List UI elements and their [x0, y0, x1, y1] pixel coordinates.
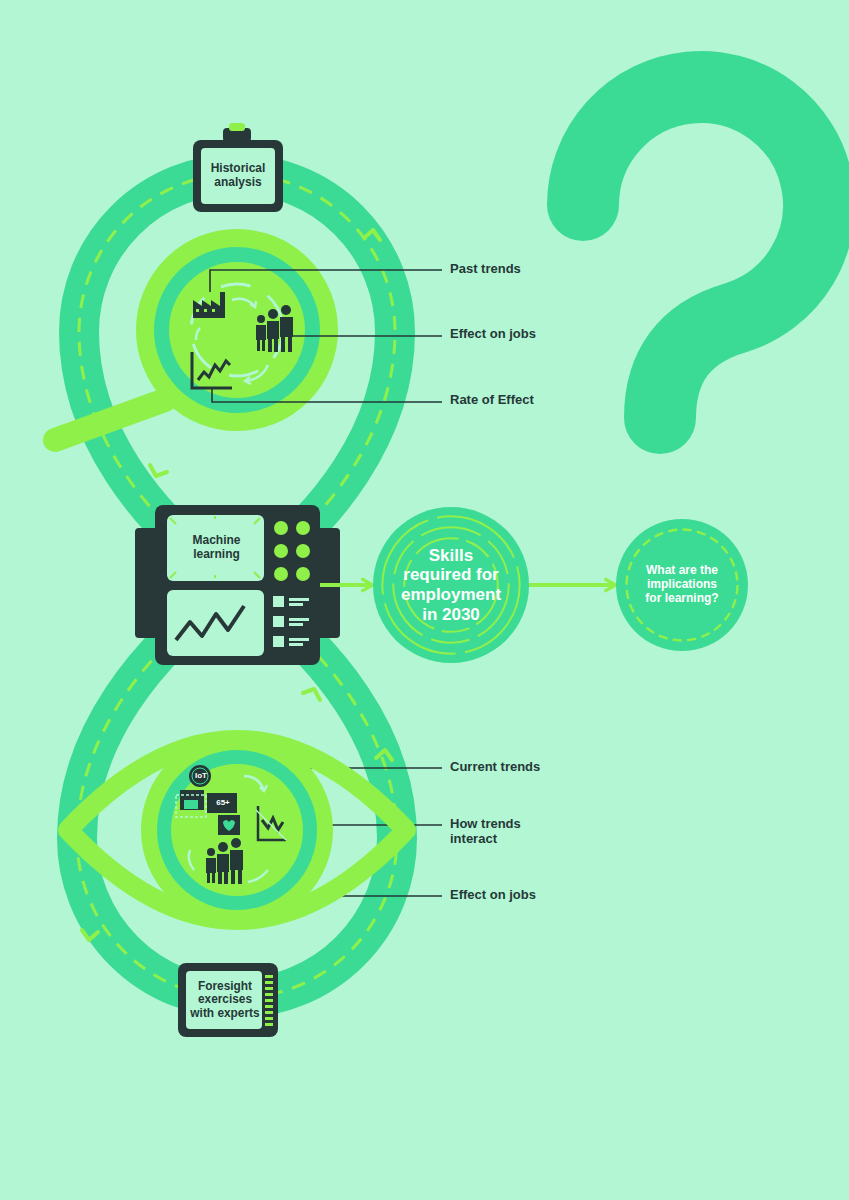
node-text: Skills required for employment in 2030 — [399, 546, 503, 624]
chart-icon — [192, 352, 232, 388]
circle-ring — [382, 516, 519, 653]
screen-box: Foresight exercises with experts — [186, 971, 264, 1029]
node-text: What are the implications for learning? — [640, 564, 724, 605]
question-mark — [583, 87, 819, 418]
callout-label: Effect on jobs — [450, 888, 560, 903]
callout-label: Current trends — [450, 760, 560, 775]
text-circle: What are the implications for learning? — [616, 519, 748, 651]
people-icon — [256, 305, 293, 352]
cycle-arrows — [189, 776, 268, 882]
callout-label: Effect on jobs — [450, 327, 560, 342]
circle-fill — [616, 519, 748, 651]
callout-label: How trends interact — [450, 817, 560, 847]
icon-label: 65+ — [209, 799, 237, 807]
flow-arrow — [320, 583, 371, 587]
screen-box: Historical analysis — [201, 148, 275, 204]
text-circle: Skills required for employment in 2030 — [373, 507, 529, 663]
flow-arrow — [529, 583, 614, 587]
callout-label: Rate of Effect — [450, 393, 560, 408]
eye — [68, 740, 406, 920]
magnifying-glass — [55, 238, 329, 440]
circle-ring — [627, 530, 738, 641]
icon-label: IoT — [193, 772, 209, 780]
machine — [135, 505, 340, 665]
circle-fill — [373, 507, 529, 663]
monitor-frame — [193, 123, 283, 212]
node-text: Historical analysis — [205, 162, 271, 190]
machine-node: Machine learning — [155, 505, 320, 665]
node-text: Foresight exercises with experts — [190, 980, 260, 1021]
monitor-frame — [178, 963, 278, 1037]
callout-label: Past trends — [450, 262, 560, 277]
factory-icon — [193, 292, 225, 318]
trend-icons — [176, 765, 286, 840]
people-icon — [206, 838, 243, 884]
node-text: Machine learning — [169, 517, 264, 579]
cycle-arrows — [196, 299, 268, 384]
circle-ring — [393, 527, 508, 642]
